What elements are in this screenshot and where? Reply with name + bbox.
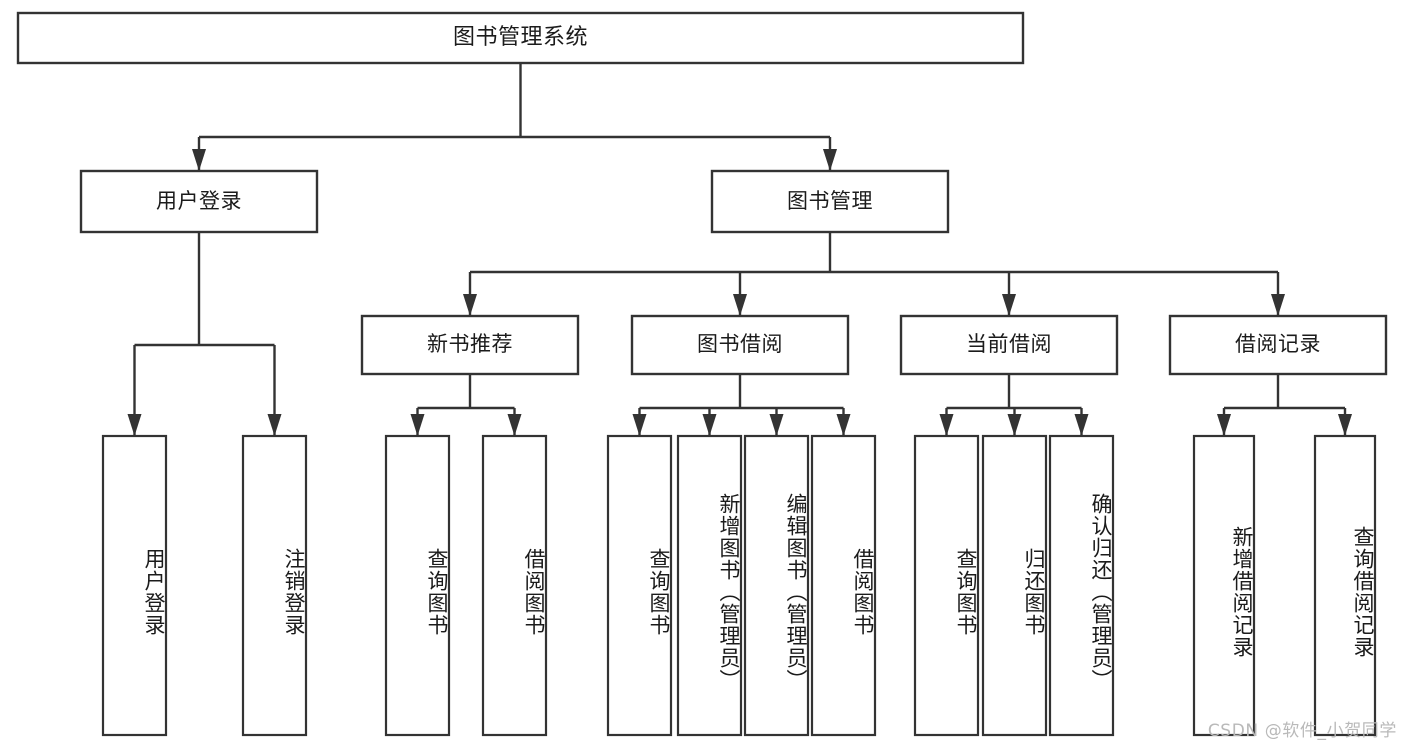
- node-box-leaf-query-book-rec: [384, 434, 451, 737]
- arrow-head-icon-leaf-logout: [267, 414, 282, 436]
- node-box-root: [16, 11, 1025, 65]
- node-box-leaf-return-book: [981, 434, 1048, 737]
- arrow-head-icon-leaf-query-book-borrow: [632, 414, 647, 436]
- arrow-head-icon-leaf-borrow-book: [836, 414, 851, 436]
- node-box-leaf-confirm-return: [1048, 434, 1115, 737]
- node-box-leaf-borrow-book: [810, 434, 877, 737]
- arrow-head-icon-leaf-confirm-return: [1074, 414, 1089, 436]
- connector-layer: [127, 63, 1352, 436]
- arrow-head-icon-leaf-user-login: [127, 414, 142, 436]
- arrow-head-icon-book-manage: [823, 149, 837, 171]
- node-box-book-manage: [710, 169, 950, 234]
- arrow-head-icon-leaf-query-record: [1338, 414, 1352, 436]
- watermark-text: CSDN @软件_小贺同学: [1207, 721, 1397, 741]
- arrow-head-icon-user-login: [192, 149, 206, 171]
- arrow-head-icon-leaf-query-book-rec: [410, 414, 425, 436]
- node-box-book-borrow: [630, 314, 850, 376]
- arrow-head-icon-new-book-recommend: [463, 294, 477, 316]
- node-box-leaf-edit-book: [743, 434, 810, 737]
- node-box-current-borrow: [899, 314, 1119, 376]
- arrow-head-icon-book-borrow: [733, 294, 747, 316]
- arrow-head-icon-current-borrow: [1002, 294, 1016, 316]
- node-box-leaf-query-book-current: [913, 434, 980, 737]
- node-box-user-login: [79, 169, 319, 234]
- arrow-head-icon-leaf-edit-book: [769, 414, 784, 436]
- arrow-head-icon-leaf-return-book: [1007, 414, 1022, 436]
- node-box-leaf-query-record: [1313, 434, 1377, 737]
- arrow-head-icon-borrow-record: [1271, 294, 1285, 316]
- node-box-leaf-borrow-book-rec: [481, 434, 548, 737]
- node-box-leaf-query-book-borrow: [606, 434, 673, 737]
- arrow-head-icon-leaf-add-record: [1217, 414, 1231, 436]
- arrow-head-icon-leaf-borrow-book-rec: [507, 414, 522, 436]
- node-box-leaf-user-login: [101, 434, 168, 737]
- node-box-new-book-recommend: [360, 314, 580, 376]
- node-box-leaf-logout: [241, 434, 308, 737]
- arrow-head-icon-leaf-query-book-current: [939, 414, 954, 436]
- node-box-leaf-add-book: [676, 434, 743, 737]
- box-layer: [16, 11, 1388, 737]
- arrow-head-icon-leaf-add-book: [702, 414, 717, 436]
- node-box-borrow-record: [1168, 314, 1388, 376]
- node-box-leaf-add-record: [1192, 434, 1256, 737]
